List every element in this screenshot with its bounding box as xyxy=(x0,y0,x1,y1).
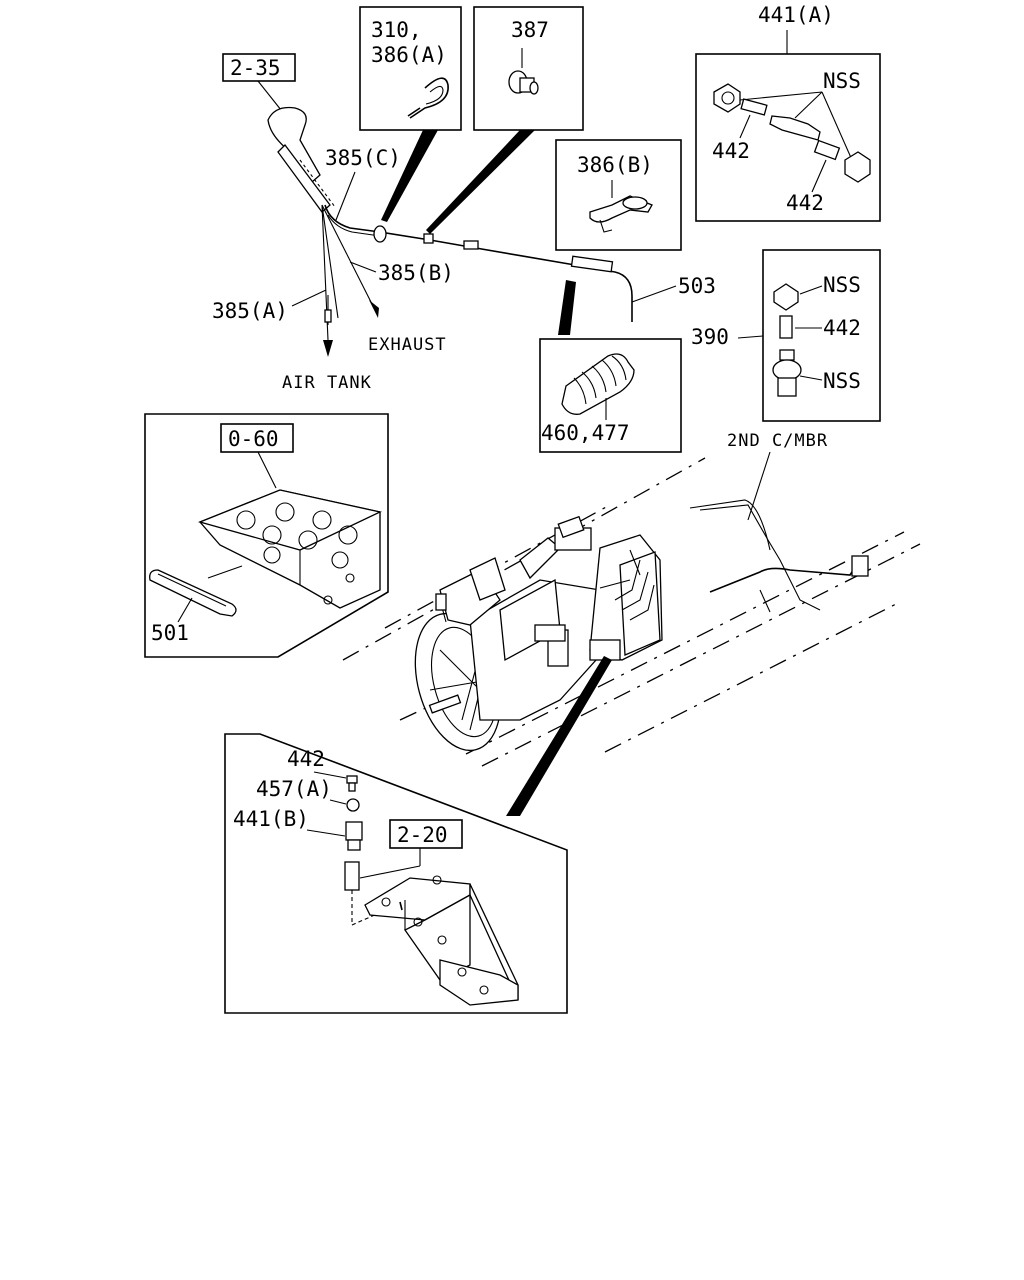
leader-310 xyxy=(381,130,438,222)
svg-text:0-60: 0-60 xyxy=(228,427,279,451)
svg-text:386(B): 386(B) xyxy=(577,153,653,177)
ref-box-2-35[interactable]: 2-35 xyxy=(222,53,296,82)
svg-text:310,: 310, xyxy=(371,18,422,42)
svg-text:501: 501 xyxy=(151,621,189,645)
svg-text:NSS: NSS xyxy=(823,69,861,93)
svg-text:442: 442 xyxy=(287,747,325,771)
callout-503: 503 xyxy=(678,274,716,298)
detail-box-460-477[interactable]: 460,477 xyxy=(539,338,682,453)
callout-385b: 385(B) xyxy=(378,261,454,285)
chassis-frame xyxy=(342,457,921,767)
svg-text:387: 387 xyxy=(511,18,549,42)
svg-text:NSS: NSS xyxy=(823,273,861,297)
note-air-tank: AIR TANK xyxy=(282,373,372,393)
callout-385a: 385(A) xyxy=(212,299,288,323)
transmission-assembly xyxy=(414,515,663,752)
callout-385c: 385(C) xyxy=(325,146,401,170)
detail-box-0-60[interactable]: 0-60 501 xyxy=(144,413,389,658)
note-exhaust: EXHAUST xyxy=(368,335,447,355)
svg-text:442: 442 xyxy=(712,139,750,163)
shift-lever-knob xyxy=(267,106,336,213)
note-second-chamber: 2ND C/MBR xyxy=(727,431,828,451)
svg-text:386(A): 386(A) xyxy=(371,43,447,67)
detail-box-2-20[interactable]: 442 457(A) 441(B) 2-20 xyxy=(224,733,568,1014)
leader-2-20 xyxy=(506,656,612,816)
svg-text:390: 390 xyxy=(691,325,729,349)
mounting-bracket xyxy=(364,875,519,1006)
svg-text:441(A): 441(A) xyxy=(758,3,834,27)
svg-text:457(A): 457(A) xyxy=(256,777,332,801)
svg-text:2-35: 2-35 xyxy=(230,56,281,80)
detail-box-441a[interactable]: 441(A) NSS 442 442 xyxy=(695,3,881,222)
detail-box-310-386a[interactable]: 310, 386(A) xyxy=(359,6,462,131)
hose-501 xyxy=(149,569,237,617)
leader-387 xyxy=(426,130,535,234)
svg-text:442: 442 xyxy=(786,191,824,215)
leader-460 xyxy=(558,280,576,335)
svg-text:460,477: 460,477 xyxy=(541,421,630,445)
svg-text:2-20: 2-20 xyxy=(397,823,448,847)
detail-box-386b[interactable]: 386(B) xyxy=(555,139,682,251)
rubber-boot xyxy=(561,353,635,415)
svg-text:441(B): 441(B) xyxy=(233,807,309,831)
detail-box-390[interactable]: 390 NSS 442 NSS xyxy=(691,249,881,422)
detail-box-387[interactable]: 387 xyxy=(473,6,584,131)
svg-text:442: 442 xyxy=(823,316,861,340)
bracket-plate xyxy=(197,489,382,609)
svg-text:NSS: NSS xyxy=(823,369,861,393)
